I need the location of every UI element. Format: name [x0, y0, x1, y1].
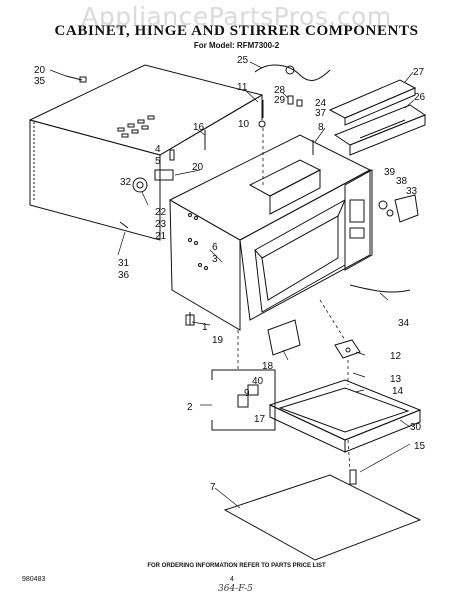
label-27: 27 — [413, 67, 425, 78]
label-23: 23 — [155, 219, 167, 230]
label-21: 21 — [155, 231, 167, 242]
label-34: 34 — [398, 318, 410, 329]
model-subtitle: For Model: RFM7300-2 — [193, 41, 280, 50]
bottom-plate-7 — [223, 474, 422, 561]
vent-grille-26 — [333, 104, 427, 156]
label-36: 36 — [118, 270, 130, 281]
label-11: 11 — [237, 82, 248, 93]
label-28: 28 — [274, 85, 286, 96]
fasteners — [65, 75, 314, 326]
label-2: 2 — [187, 402, 193, 413]
label-33: 33 — [406, 186, 418, 197]
cabinet-wrapper — [28, 64, 264, 241]
stirrer-plate-18 — [267, 319, 301, 356]
label-26: 26 — [414, 92, 426, 103]
watermark: AppliancePartsPros.com — [81, 2, 392, 31]
label-30: 30 — [410, 422, 422, 433]
label-35: 35 — [34, 76, 46, 87]
label-13: 13 — [390, 374, 402, 385]
label-6: 6 — [212, 242, 218, 253]
label-14: 14 — [392, 386, 404, 397]
label-39: 39 — [384, 167, 396, 178]
label-37: 37 — [315, 108, 327, 119]
diagram-title: CABINET, HINGE AND STIRRER COMPONENTS — [54, 23, 419, 39]
label-24: 24 — [315, 98, 327, 109]
document-code: 980483 — [22, 576, 46, 583]
label-19: 19 — [212, 335, 224, 346]
bottom-tray — [268, 379, 422, 453]
label-4: 4 — [155, 144, 161, 155]
label-10: 10 — [238, 119, 250, 130]
label-5: 5 — [155, 156, 161, 167]
label-29: 29 — [274, 95, 286, 106]
label-17: 17 — [254, 414, 266, 425]
ordering-footer: FOR ORDERING INFORMATION REFER TO PARTS … — [147, 563, 326, 569]
label-9: 9 — [244, 388, 250, 399]
label-22: 22 — [155, 207, 167, 218]
part-number-labels: 20 35 25 27 11 28 29 24 37 26 10 16 8 4 … — [34, 55, 426, 493]
wire-34 — [349, 284, 411, 293]
label-32: 32 — [120, 177, 132, 188]
wire-harness-25 — [254, 64, 331, 81]
vent-cover-27 — [328, 79, 417, 126]
part-15 — [349, 469, 357, 485]
label-20b: 20 — [192, 162, 204, 173]
stirrer-blade-12 — [334, 339, 361, 359]
alignment-lines — [237, 128, 351, 471]
label-18: 18 — [262, 361, 274, 372]
hinge-assembly — [132, 149, 175, 193]
page-number: 4 — [230, 576, 234, 583]
label-31: 31 — [118, 258, 130, 269]
part-box-2 — [211, 369, 276, 431]
oven-chassis — [168, 134, 373, 331]
label-20: 20 — [34, 65, 46, 76]
label-12: 12 — [390, 351, 402, 362]
label-7: 7 — [210, 482, 216, 493]
label-15: 15 — [414, 441, 426, 452]
handwritten-note: 364-F-5 — [218, 584, 253, 594]
label-25: 25 — [237, 55, 249, 66]
latch-switch-parts — [378, 194, 419, 223]
label-1: 1 — [202, 322, 208, 333]
label-38: 38 — [396, 176, 408, 187]
label-8: 8 — [318, 122, 324, 133]
label-3: 3 — [212, 254, 218, 265]
label-40: 40 — [252, 376, 264, 387]
label-16: 16 — [193, 122, 205, 133]
leader-lines — [49, 61, 415, 509]
